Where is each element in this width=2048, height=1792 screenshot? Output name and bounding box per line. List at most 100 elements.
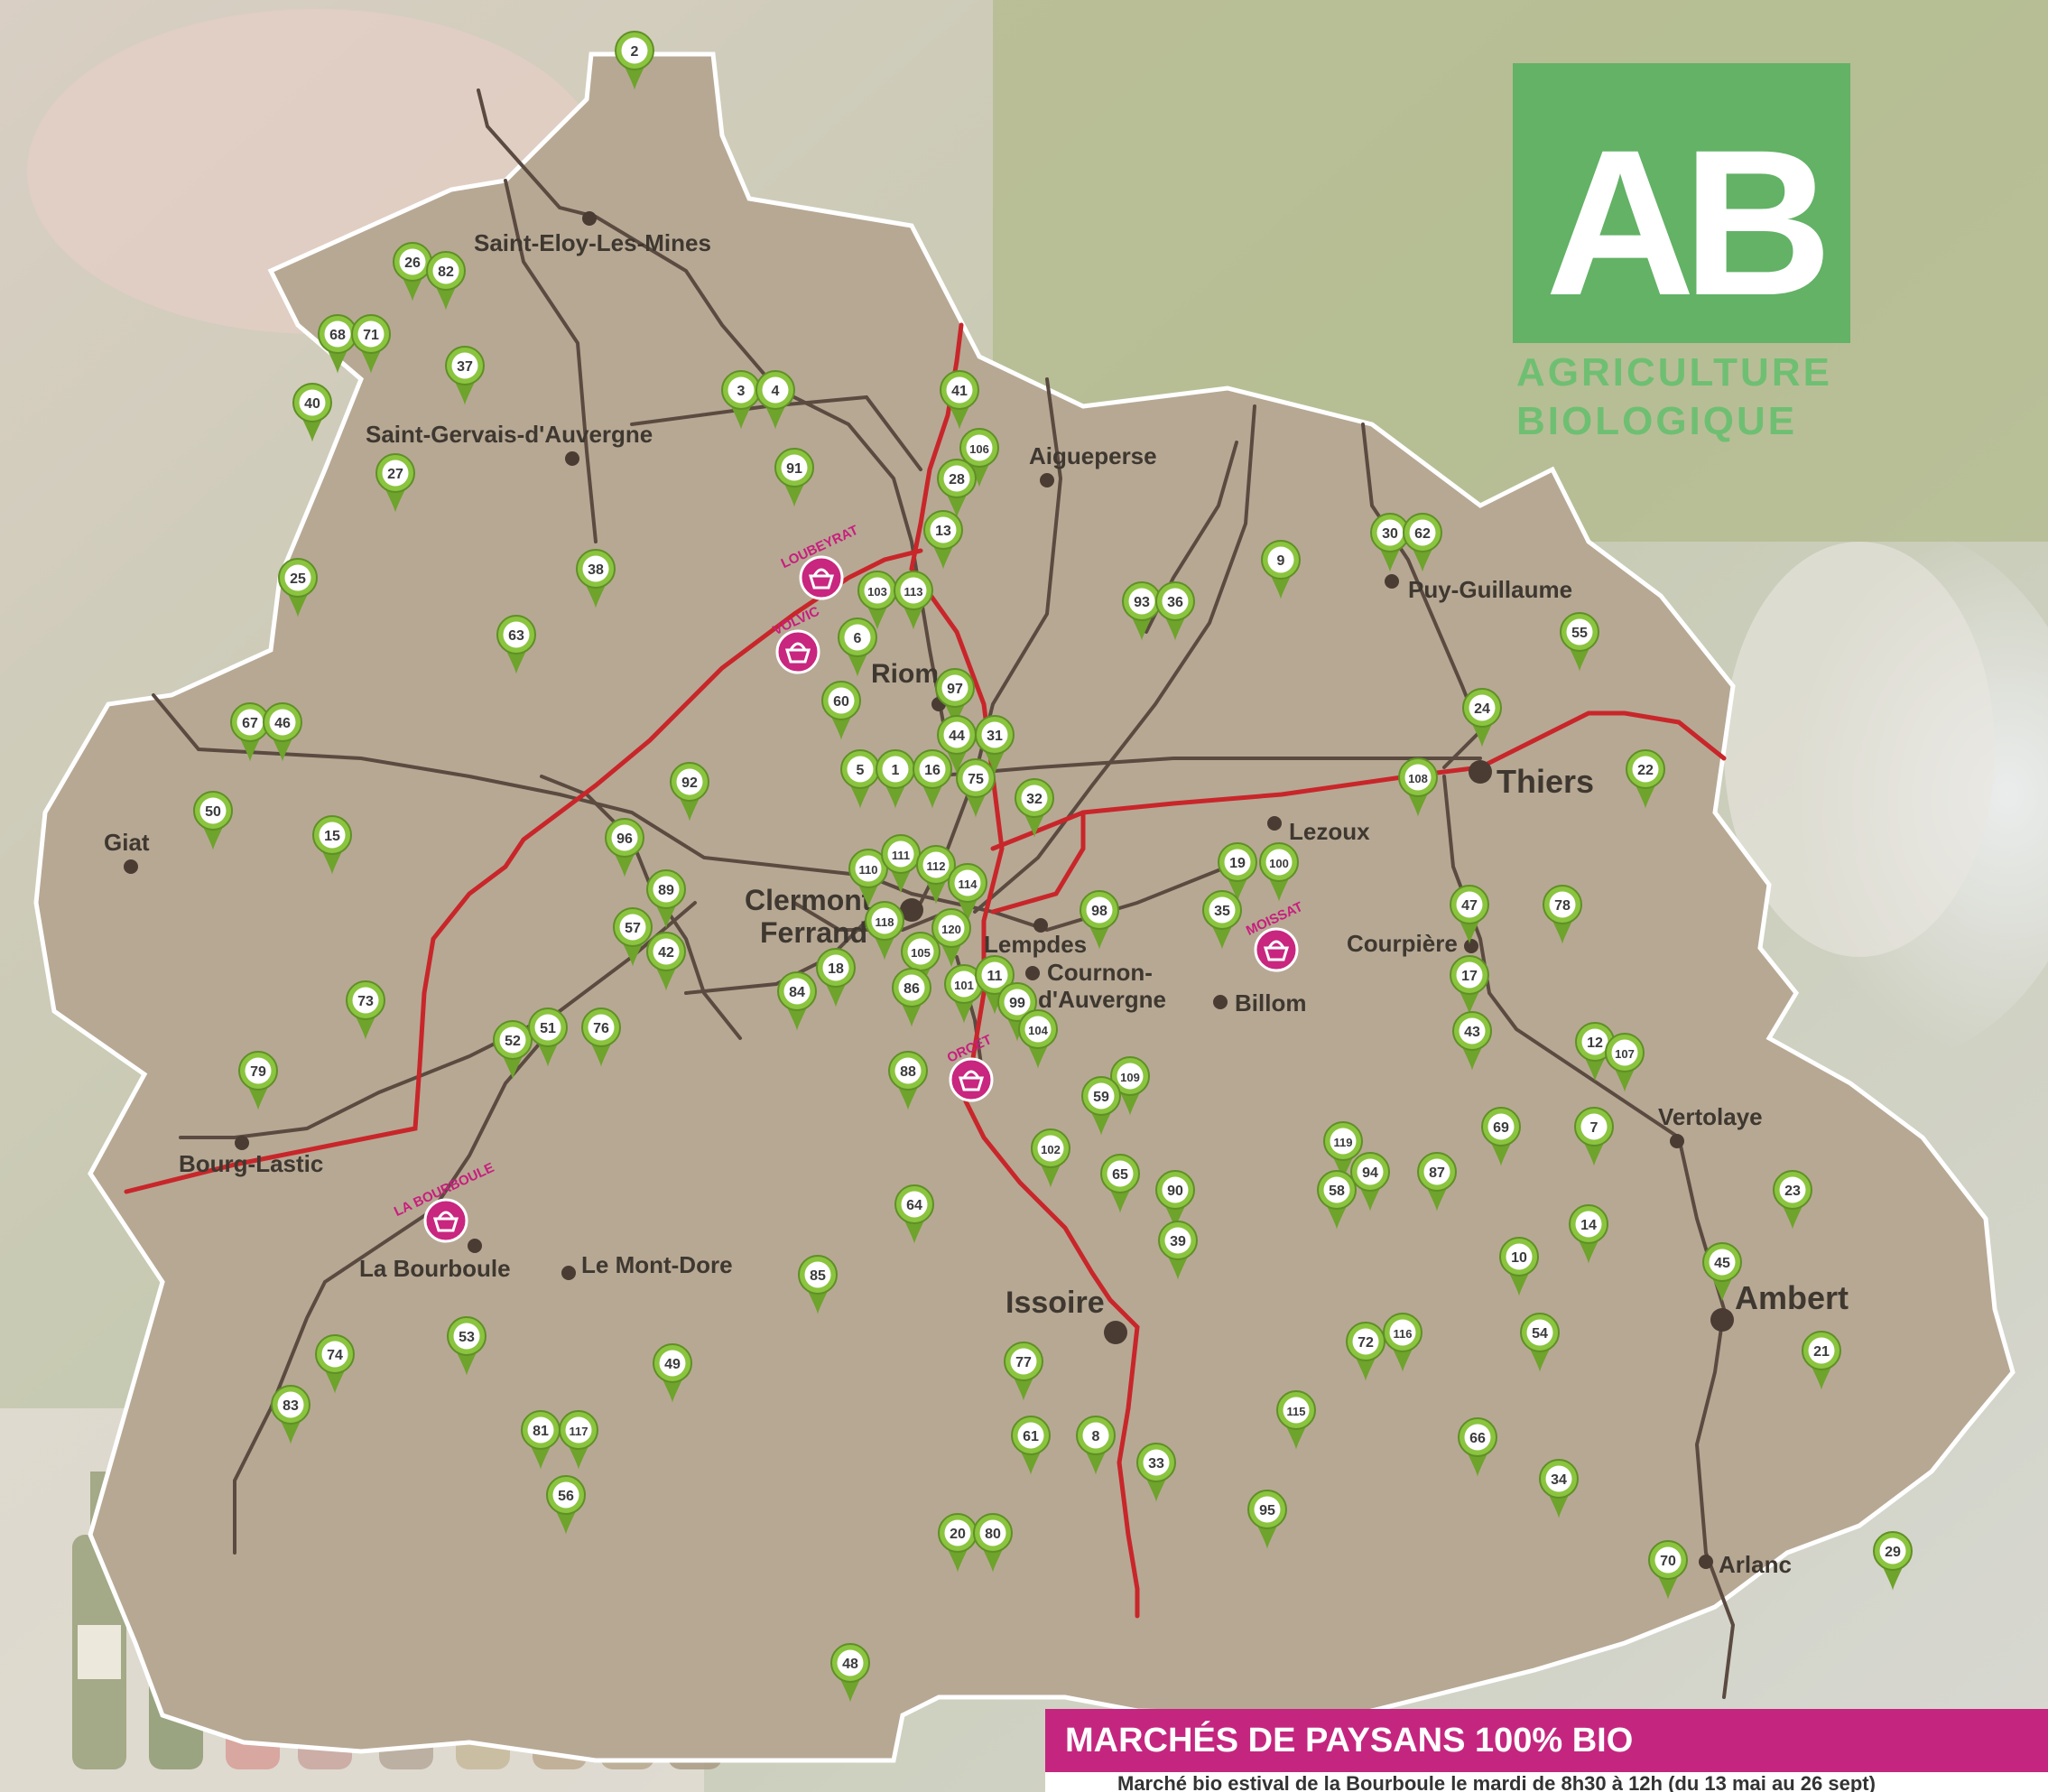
map-pin-icon[interactable]: 75 (956, 758, 996, 818)
market-basket-icon[interactable] (949, 1057, 994, 1102)
map-pin-icon[interactable]: 57 (613, 907, 653, 967)
map-pin-icon[interactable]: 23 (1773, 1170, 1812, 1230)
map-pin-icon[interactable]: 46 (263, 702, 302, 762)
map-pin-icon[interactable]: 119 (1323, 1121, 1363, 1181)
map-pin-icon[interactable]: 81 (521, 1410, 561, 1470)
map-pin-icon[interactable]: 102 (1031, 1128, 1070, 1188)
map-pin-icon[interactable]: 40 (292, 383, 332, 442)
map-pin-icon[interactable]: 61 (1011, 1416, 1051, 1475)
map-pin-icon[interactable]: 120 (931, 908, 971, 968)
map-pin-icon[interactable]: 33 (1136, 1443, 1176, 1502)
map-pin-icon[interactable]: 65 (1100, 1154, 1140, 1213)
map-pin-icon[interactable]: 71 (351, 314, 391, 374)
market-basket-icon[interactable] (423, 1198, 468, 1243)
map-pin-icon[interactable]: 64 (894, 1184, 934, 1244)
map-pin-icon[interactable]: 74 (315, 1334, 355, 1394)
map-pin-icon[interactable]: 24 (1462, 688, 1502, 747)
market-basket-icon[interactable] (1254, 927, 1299, 972)
map-pin-icon[interactable]: 7 (1574, 1107, 1614, 1166)
map-pin-icon[interactable]: 55 (1560, 612, 1599, 672)
map-pin-icon[interactable]: 9 (1261, 540, 1301, 599)
map-pin-icon[interactable]: 97 (935, 668, 975, 728)
map-pin-icon[interactable]: 94 (1350, 1152, 1390, 1212)
map-pin-icon[interactable]: 88 (888, 1051, 928, 1110)
map-pin-icon[interactable]: 13 (923, 510, 963, 570)
map-pin-icon[interactable]: 112 (916, 845, 956, 905)
map-pin-icon[interactable]: 56 (546, 1475, 586, 1535)
map-pin-icon[interactable]: 87 (1417, 1152, 1457, 1212)
map-pin-icon[interactable]: 63 (496, 615, 536, 674)
map-pin-icon[interactable]: 90 (1155, 1170, 1195, 1230)
map-pin-icon[interactable]: 34 (1539, 1459, 1579, 1518)
map-pin-icon[interactable]: 59 (1081, 1076, 1121, 1136)
map-pin-icon[interactable]: 16 (913, 749, 952, 809)
map-pin-icon[interactable]: 51 (528, 1007, 568, 1067)
map-pin-icon[interactable]: 32 (1015, 778, 1054, 838)
map-pin-icon[interactable]: 96 (605, 818, 644, 877)
map-pin-icon[interactable]: 86 (892, 968, 931, 1027)
map-pin-icon[interactable]: 27 (375, 453, 415, 513)
map-pin-icon[interactable]: 95 (1247, 1490, 1287, 1549)
map-pin-icon[interactable]: 4 (755, 370, 795, 430)
map-pin-icon[interactable]: 117 (559, 1410, 598, 1470)
map-pin-icon[interactable]: 20 (938, 1513, 978, 1573)
map-pin-icon[interactable]: 93 (1122, 581, 1162, 641)
map-pin-icon[interactable]: 5 (840, 749, 880, 809)
map-pin-icon[interactable]: 79 (238, 1051, 278, 1110)
map-pin-icon[interactable]: 26 (393, 242, 432, 302)
map-pin-icon[interactable]: 115 (1276, 1390, 1316, 1450)
map-pin-icon[interactable]: 82 (426, 251, 466, 311)
map-pin-icon[interactable]: 28 (937, 459, 977, 518)
map-pin-icon[interactable]: 22 (1626, 749, 1665, 809)
map-pin-icon[interactable]: 38 (576, 549, 616, 608)
map-pin-icon[interactable]: 1 (876, 749, 915, 809)
map-pin-icon[interactable]: 21 (1802, 1331, 1841, 1390)
map-pin-icon[interactable]: 92 (670, 762, 709, 822)
map-pin-icon[interactable]: 91 (774, 448, 814, 507)
map-pin-icon[interactable]: 73 (346, 980, 385, 1040)
map-pin-icon[interactable]: 17 (1450, 955, 1489, 1015)
map-pin-icon[interactable]: 45 (1702, 1242, 1742, 1302)
map-pin-icon[interactable]: 84 (777, 971, 817, 1031)
map-pin-icon[interactable]: 62 (1403, 513, 1442, 572)
map-pin-icon[interactable]: 89 (646, 869, 686, 929)
map-pin-icon[interactable]: 110 (848, 849, 888, 908)
map-pin-icon[interactable]: 30 (1370, 513, 1410, 572)
map-pin-icon[interactable]: 69 (1481, 1107, 1521, 1166)
map-pin-icon[interactable]: 52 (493, 1020, 533, 1080)
map-pin-icon[interactable]: 80 (973, 1513, 1013, 1573)
map-pin-icon[interactable]: 100 (1259, 842, 1299, 902)
map-pin-icon[interactable]: 49 (653, 1343, 692, 1403)
map-pin-icon[interactable]: 50 (193, 791, 233, 850)
map-pin-icon[interactable]: 78 (1543, 885, 1582, 944)
map-pin-icon[interactable]: 101 (944, 964, 984, 1024)
market-basket-icon[interactable] (775, 629, 820, 674)
map-pin-icon[interactable]: 47 (1450, 885, 1489, 944)
market-basket-icon[interactable] (799, 555, 844, 600)
map-pin-icon[interactable]: 68 (318, 314, 357, 374)
map-pin-icon[interactable]: 43 (1452, 1011, 1492, 1071)
map-pin-icon[interactable]: 72 (1346, 1322, 1385, 1381)
map-pin-icon[interactable]: 85 (798, 1255, 838, 1314)
map-pin-icon[interactable]: 109 (1110, 1056, 1150, 1116)
map-pin-icon[interactable]: 98 (1080, 890, 1119, 950)
map-pin-icon[interactable]: 8 (1076, 1416, 1116, 1475)
map-pin-icon[interactable]: 58 (1317, 1170, 1357, 1230)
map-pin-icon[interactable]: 37 (445, 346, 485, 405)
map-pin-icon[interactable]: 76 (581, 1007, 621, 1067)
map-pin-icon[interactable]: 60 (821, 681, 861, 740)
map-pin-icon[interactable]: 18 (816, 948, 856, 1007)
map-pin-icon[interactable]: 31 (975, 715, 1015, 775)
map-pin-icon[interactable]: 6 (838, 617, 877, 677)
map-pin-icon[interactable]: 2 (615, 31, 654, 90)
map-pin-icon[interactable]: 116 (1383, 1313, 1422, 1372)
map-pin-icon[interactable]: 113 (894, 571, 933, 630)
map-pin-icon[interactable]: 77 (1004, 1342, 1043, 1401)
map-pin-icon[interactable]: 41 (940, 370, 979, 430)
map-pin-icon[interactable]: 10 (1499, 1237, 1539, 1296)
map-pin-icon[interactable]: 3 (721, 370, 761, 430)
map-pin-icon[interactable]: 108 (1398, 757, 1438, 817)
map-pin-icon[interactable]: 48 (830, 1643, 870, 1703)
map-pin-icon[interactable]: 36 (1155, 581, 1195, 641)
map-pin-icon[interactable]: 25 (278, 558, 318, 617)
